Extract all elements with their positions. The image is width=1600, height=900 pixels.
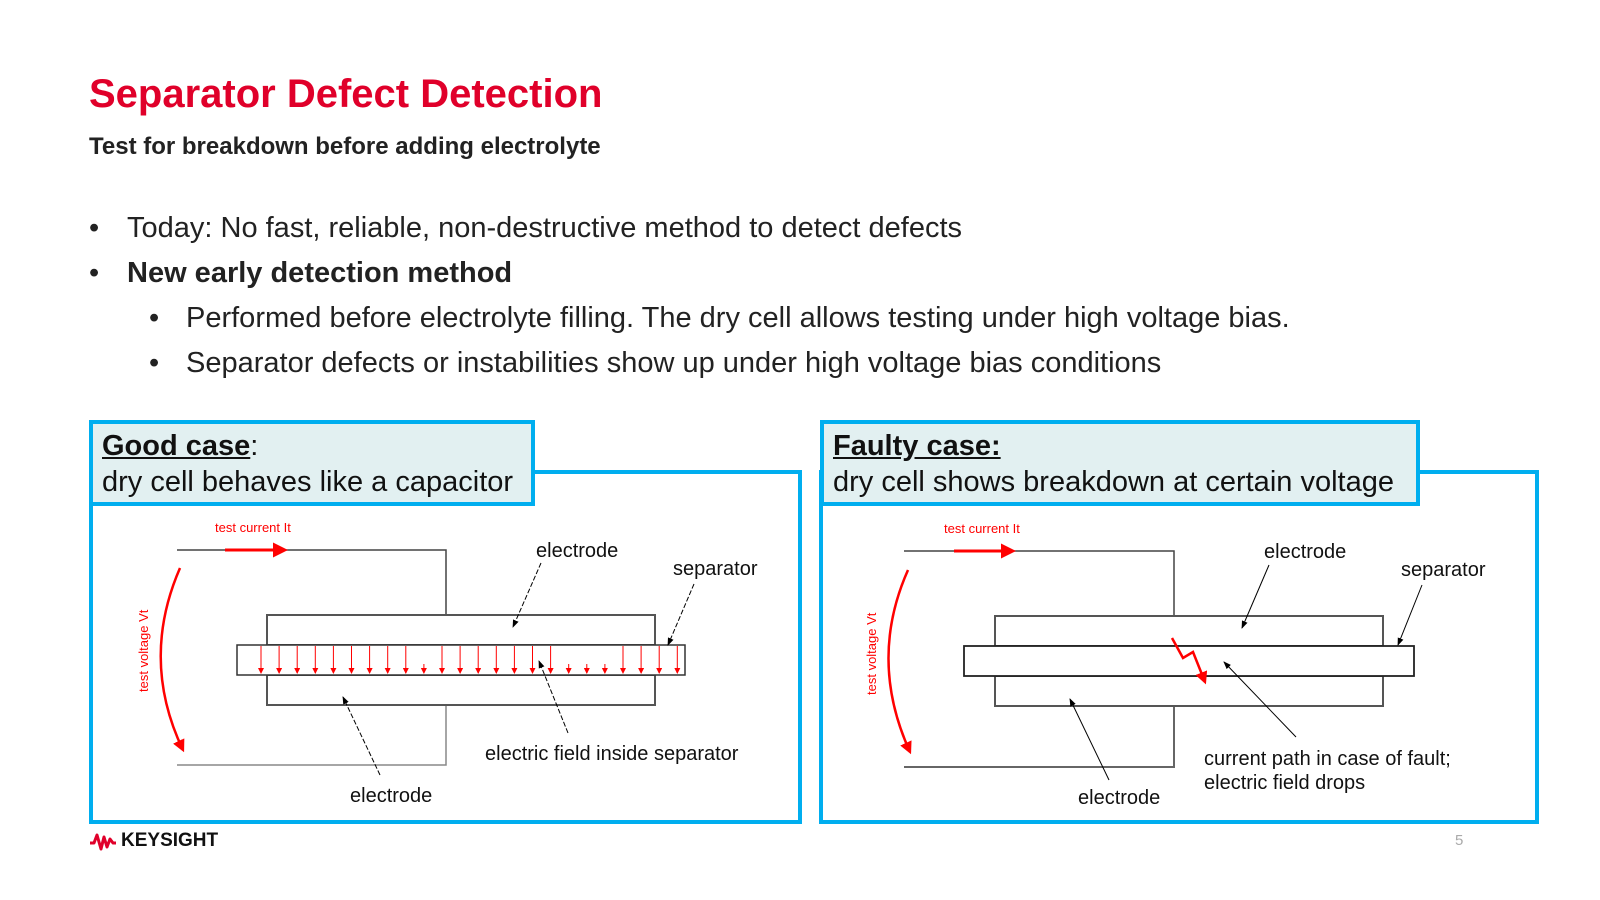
heading-colon: : (250, 430, 259, 462)
voltage-arrow (159, 567, 185, 753)
bullet-text: New early detection method (127, 257, 513, 289)
test-current-label: test current It (215, 520, 291, 535)
faulty-case-header: Faulty case: dry cell shows breakdown at… (820, 420, 1420, 506)
test-current-label: test current It (944, 521, 1020, 536)
field-arrows (258, 646, 681, 674)
separator-label: separator (1401, 559, 1486, 581)
slide-title: Separator Defect Detection (89, 72, 603, 116)
fault-current-path (1170, 637, 1208, 685)
voltage-arrow (887, 569, 912, 755)
fault-label-line2: electric field drops (1204, 772, 1365, 794)
separator-label: separator (673, 558, 758, 580)
bullet-text: Performed before electrolyte filling. Th… (186, 302, 1290, 334)
good-case-header: Good case: dry cell behaves like a capac… (89, 420, 535, 506)
separator (963, 645, 1415, 677)
top-electrode (266, 614, 656, 646)
bullet-marker: • (89, 257, 100, 289)
bullet-text: Separator defects or instabilities show … (186, 347, 1162, 379)
good-case-heading: Good case (102, 430, 251, 462)
faulty-case-heading: Faulty case: (833, 430, 1001, 462)
electrode-top-label: electrode (536, 540, 618, 562)
slide-subtitle: Test for breakdown before adding electro… (89, 133, 601, 160)
keysight-wave-icon (90, 833, 116, 851)
top-wire (177, 549, 447, 615)
bottom-electrode (266, 674, 656, 706)
bottom-wire (904, 706, 1175, 768)
top-wire (904, 550, 1175, 616)
page-number: 5 (1455, 832, 1464, 849)
electrode-top-label: electrode (1264, 541, 1346, 563)
bottom-electrode (994, 675, 1384, 707)
electrode-bottom-label: electrode (350, 785, 432, 807)
bottom-wire (177, 705, 447, 766)
bullet-marker: • (149, 302, 160, 334)
faulty-case-diagram: test current It test voltage Vt electrod… (864, 521, 1486, 809)
bullet-marker: • (89, 212, 100, 244)
brand-name: KEYSIGHT (121, 830, 219, 851)
good-case-diagram: test current It test voltage Vt electrod… (136, 520, 758, 807)
test-voltage-label: test voltage Vt (136, 609, 151, 692)
faulty-case-description: dry cell shows breakdown at certain volt… (833, 466, 1394, 498)
electrode-bottom-label: electrode (1078, 787, 1160, 809)
separator (236, 644, 686, 676)
test-voltage-label: test voltage Vt (864, 612, 879, 695)
keysight-logo: KEYSIGHT (89, 830, 218, 852)
top-electrode (994, 615, 1384, 647)
field-label: electric field inside separator (485, 743, 739, 765)
fault-label-line1: current path in case of fault; (1204, 748, 1451, 770)
good-case-description: dry cell behaves like a capacitor (102, 466, 514, 498)
bullet-marker: • (149, 347, 160, 379)
bullet-text: Today: No fast, reliable, non-destructiv… (127, 212, 963, 244)
